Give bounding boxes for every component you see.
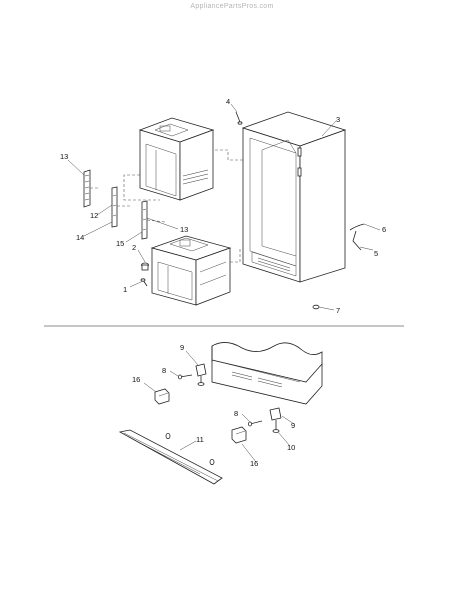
slide-rails-drawing [83, 169, 166, 240]
watermark: AppliancePartsPros.com [190, 3, 274, 10]
callout-13-lower: 13 [180, 225, 188, 234]
callout-4: 4 [226, 97, 230, 106]
leader-lines-bottom [143, 350, 295, 463]
callout-14: 14 [76, 233, 84, 242]
cabinet-drawing [213, 111, 347, 283]
callout-3: 3 [336, 115, 340, 124]
callout-11: 11 [196, 435, 204, 444]
callout-16-upper: 16 [132, 375, 140, 384]
callouts-bottom: 9 8 16 11 8 9 10 16 [132, 343, 295, 468]
callout-9-lower: 9 [291, 421, 295, 430]
cabinet-base-drawing [211, 342, 323, 405]
leader-lines-top [67, 103, 381, 311]
callout-9-upper: 9 [180, 343, 184, 352]
callout-10: 10 [287, 443, 295, 452]
screw-drawing [177, 374, 263, 427]
callouts-top: 13 12 14 15 13 2 1 4 3 6 5 7 [60, 97, 386, 315]
callout-15: 15 [116, 239, 124, 248]
callout-8-lower: 8 [234, 409, 238, 418]
callout-2: 2 [132, 243, 136, 252]
toe-grille-drawing [118, 429, 223, 485]
callout-7: 7 [336, 306, 340, 315]
leveler-bracket-drawing [195, 363, 282, 433]
callout-5: 5 [374, 249, 378, 258]
lower-compartment-drawing [150, 235, 241, 306]
callout-6: 6 [382, 225, 386, 234]
callout-12: 12 [90, 211, 98, 220]
clip-drawing [154, 388, 247, 444]
callout-1: 1 [123, 285, 127, 294]
callout-16-lower: 16 [250, 459, 258, 468]
hardware-drawing [140, 111, 365, 310]
callout-8-upper: 8 [162, 366, 166, 375]
callout-13-upper: 13 [60, 152, 68, 161]
upper-compartment-drawing [123, 117, 215, 201]
